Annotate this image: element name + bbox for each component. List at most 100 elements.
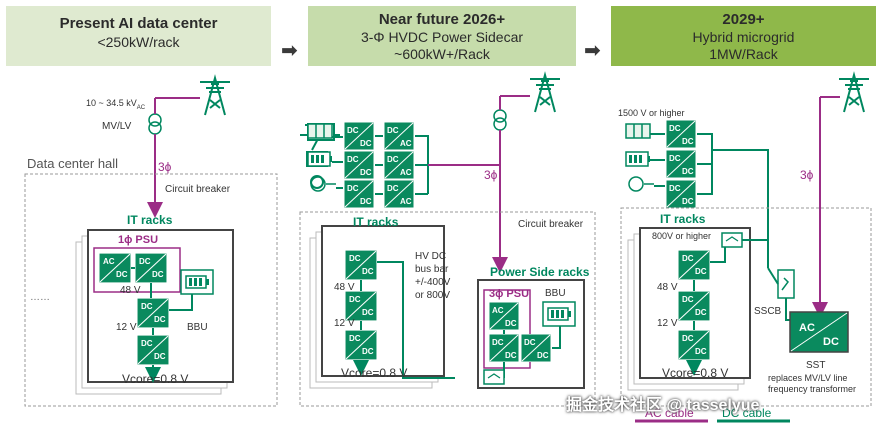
converter-label-bottom: DC: [362, 308, 374, 317]
future-subtitle2: 1MW/Rack: [709, 46, 778, 62]
converter-label-bottom: DC: [695, 347, 707, 356]
phase-label-3: 3ϕ: [800, 168, 814, 182]
converter-label-bottom: DC: [505, 351, 517, 360]
near-title: Near future 2026+: [378, 11, 506, 28]
converter-label-bottom: DC: [682, 137, 694, 146]
header-near: Near future 2026+ 3-Φ HVDC Power Sidecar…: [308, 6, 576, 66]
tower-icon-1: [200, 74, 230, 116]
sst-ac: AC: [799, 322, 815, 334]
solar-panel-icon-3: [625, 123, 651, 139]
solar-panel-icon: [307, 123, 333, 139]
present-subtitle: <250kW/rack: [97, 34, 180, 50]
vcore-label-1: Vcore=0.8 V: [122, 372, 189, 386]
power-side-label: Power Side racks: [490, 265, 590, 279]
sst-label: SST: [806, 360, 826, 371]
legend-dc-label: DC cable: [722, 406, 772, 420]
psu-label-1: 1ϕ PSU: [118, 234, 159, 246]
converter-label-bottom: DC: [695, 267, 707, 276]
v48-label-1: 48 V: [120, 285, 141, 296]
generator-icon-3: [628, 176, 654, 192]
converter-label-bottom: DC: [695, 308, 707, 317]
v12-label-3: 12 V: [657, 318, 678, 329]
converter-label-bottom: DC: [362, 267, 374, 276]
future-title: 2029+: [722, 11, 765, 28]
ellipsis: ……: [30, 292, 50, 303]
transformer-icon-2: [493, 109, 507, 131]
converter-label-top: AC: [492, 306, 504, 315]
converter-label-top: DC: [387, 126, 399, 135]
converter-label-top: DC: [682, 254, 694, 263]
voltage-sub: AC: [136, 104, 146, 111]
watermark-text: 掘金技术社区 @ tasselyue: [566, 397, 760, 414]
data-center-hall-box: [24, 173, 278, 407]
converter-label-bottom: AC: [400, 168, 412, 177]
panel3-hall-box: [620, 207, 872, 407]
converter-label-top: DC: [141, 339, 153, 348]
converter-label-top: DC: [141, 302, 153, 311]
header-present: Present AI data center <250kW/rack: [6, 6, 271, 66]
converter-label-top: DC: [349, 254, 361, 263]
phase-label-1: 3ϕ: [158, 160, 172, 174]
v48-label-3: 48 V: [657, 282, 678, 293]
v800-label: 800V or higher: [652, 231, 712, 241]
sst-desc2: frequency transformer: [768, 384, 857, 394]
v12-label-2: 12 V: [334, 318, 355, 329]
converter-label-top: DC: [349, 334, 361, 343]
converter-label-bottom: DC: [360, 197, 372, 206]
transformer-icon-1: [148, 113, 162, 135]
converter-label-top: DC: [347, 184, 359, 193]
legend-ac-label: AC cable: [645, 406, 694, 420]
panel2-hall-box: [299, 211, 596, 407]
header-future: 2029+ Hybrid microgrid 1MW/Rack: [611, 6, 876, 66]
bbu-label-2: BBU: [545, 288, 566, 299]
converter-label-top: DC: [387, 184, 399, 193]
converter-label-bottom: AC: [400, 139, 412, 148]
present-title: Present AI data center: [59, 15, 218, 32]
bbu-label-1: BBU: [187, 322, 208, 333]
hall-label: Data center hall: [27, 156, 119, 171]
converter-label-bottom: DC: [360, 139, 372, 148]
converter-label-bottom: DC: [682, 197, 694, 206]
sst-dc: DC: [823, 336, 839, 348]
converter-label-bottom: DC: [505, 319, 517, 328]
hvdc-label: HV DC bus bar +/-400V or 800V: [415, 250, 450, 302]
converter-label-bottom: DC: [537, 351, 549, 360]
it-racks-label-3: IT racks: [660, 212, 706, 226]
sst-acdc-label: AC: [799, 322, 815, 334]
sst-desc: replaces MV/LV line: [768, 373, 848, 383]
tower-icon-3: [530, 71, 560, 113]
converter-label-top: DC: [347, 155, 359, 164]
breaker-label-2: Circuit breaker: [518, 219, 584, 230]
generator-icon: [310, 176, 336, 192]
near-subtitle: 3-Φ HVDC Power Sidecar: [360, 29, 524, 45]
near-subtitle2: ~600kW+/Rack: [394, 46, 490, 62]
converter-label-top: DC: [669, 154, 681, 163]
converter-label-top: DC: [387, 155, 399, 164]
v48-label-2: 48 V: [334, 282, 355, 293]
breaker-icon-2: [483, 369, 505, 385]
converter-label-bottom: DC: [362, 347, 374, 356]
converter-label-top: DC: [347, 126, 359, 135]
voltage-value: 10 ~ 34.5 kV: [86, 98, 137, 108]
it-racks-label-1: IT racks: [127, 213, 173, 227]
arrow-icon-2: ➡: [584, 40, 601, 62]
converter-label-top: DC: [524, 338, 536, 347]
converter-label-top: DC: [669, 124, 681, 133]
battery-icon-1: [180, 269, 214, 295]
v1500-label: 1500 V or higher: [618, 108, 685, 118]
it-rack-box-2: [321, 225, 445, 377]
converter-label-top: DC: [682, 295, 694, 304]
converter-label-bottom: DC: [682, 167, 694, 176]
converter-label-bottom: DC: [152, 270, 164, 279]
converter-label-top: DC: [669, 184, 681, 193]
vcore-label-3: Vcore=0.8 V: [662, 366, 729, 380]
converter-label-bottom: DC: [116, 270, 128, 279]
converter-label-bottom: AC: [400, 197, 412, 206]
converter-label-top: DC: [492, 338, 504, 347]
arrow-icon-1: ➡: [281, 40, 298, 62]
converter-label-bottom: DC: [154, 352, 166, 361]
future-subtitle: Hybrid microgrid: [692, 29, 795, 45]
phase-label-2: 3ϕ: [484, 168, 498, 182]
battery-icon-2: [307, 151, 332, 167]
